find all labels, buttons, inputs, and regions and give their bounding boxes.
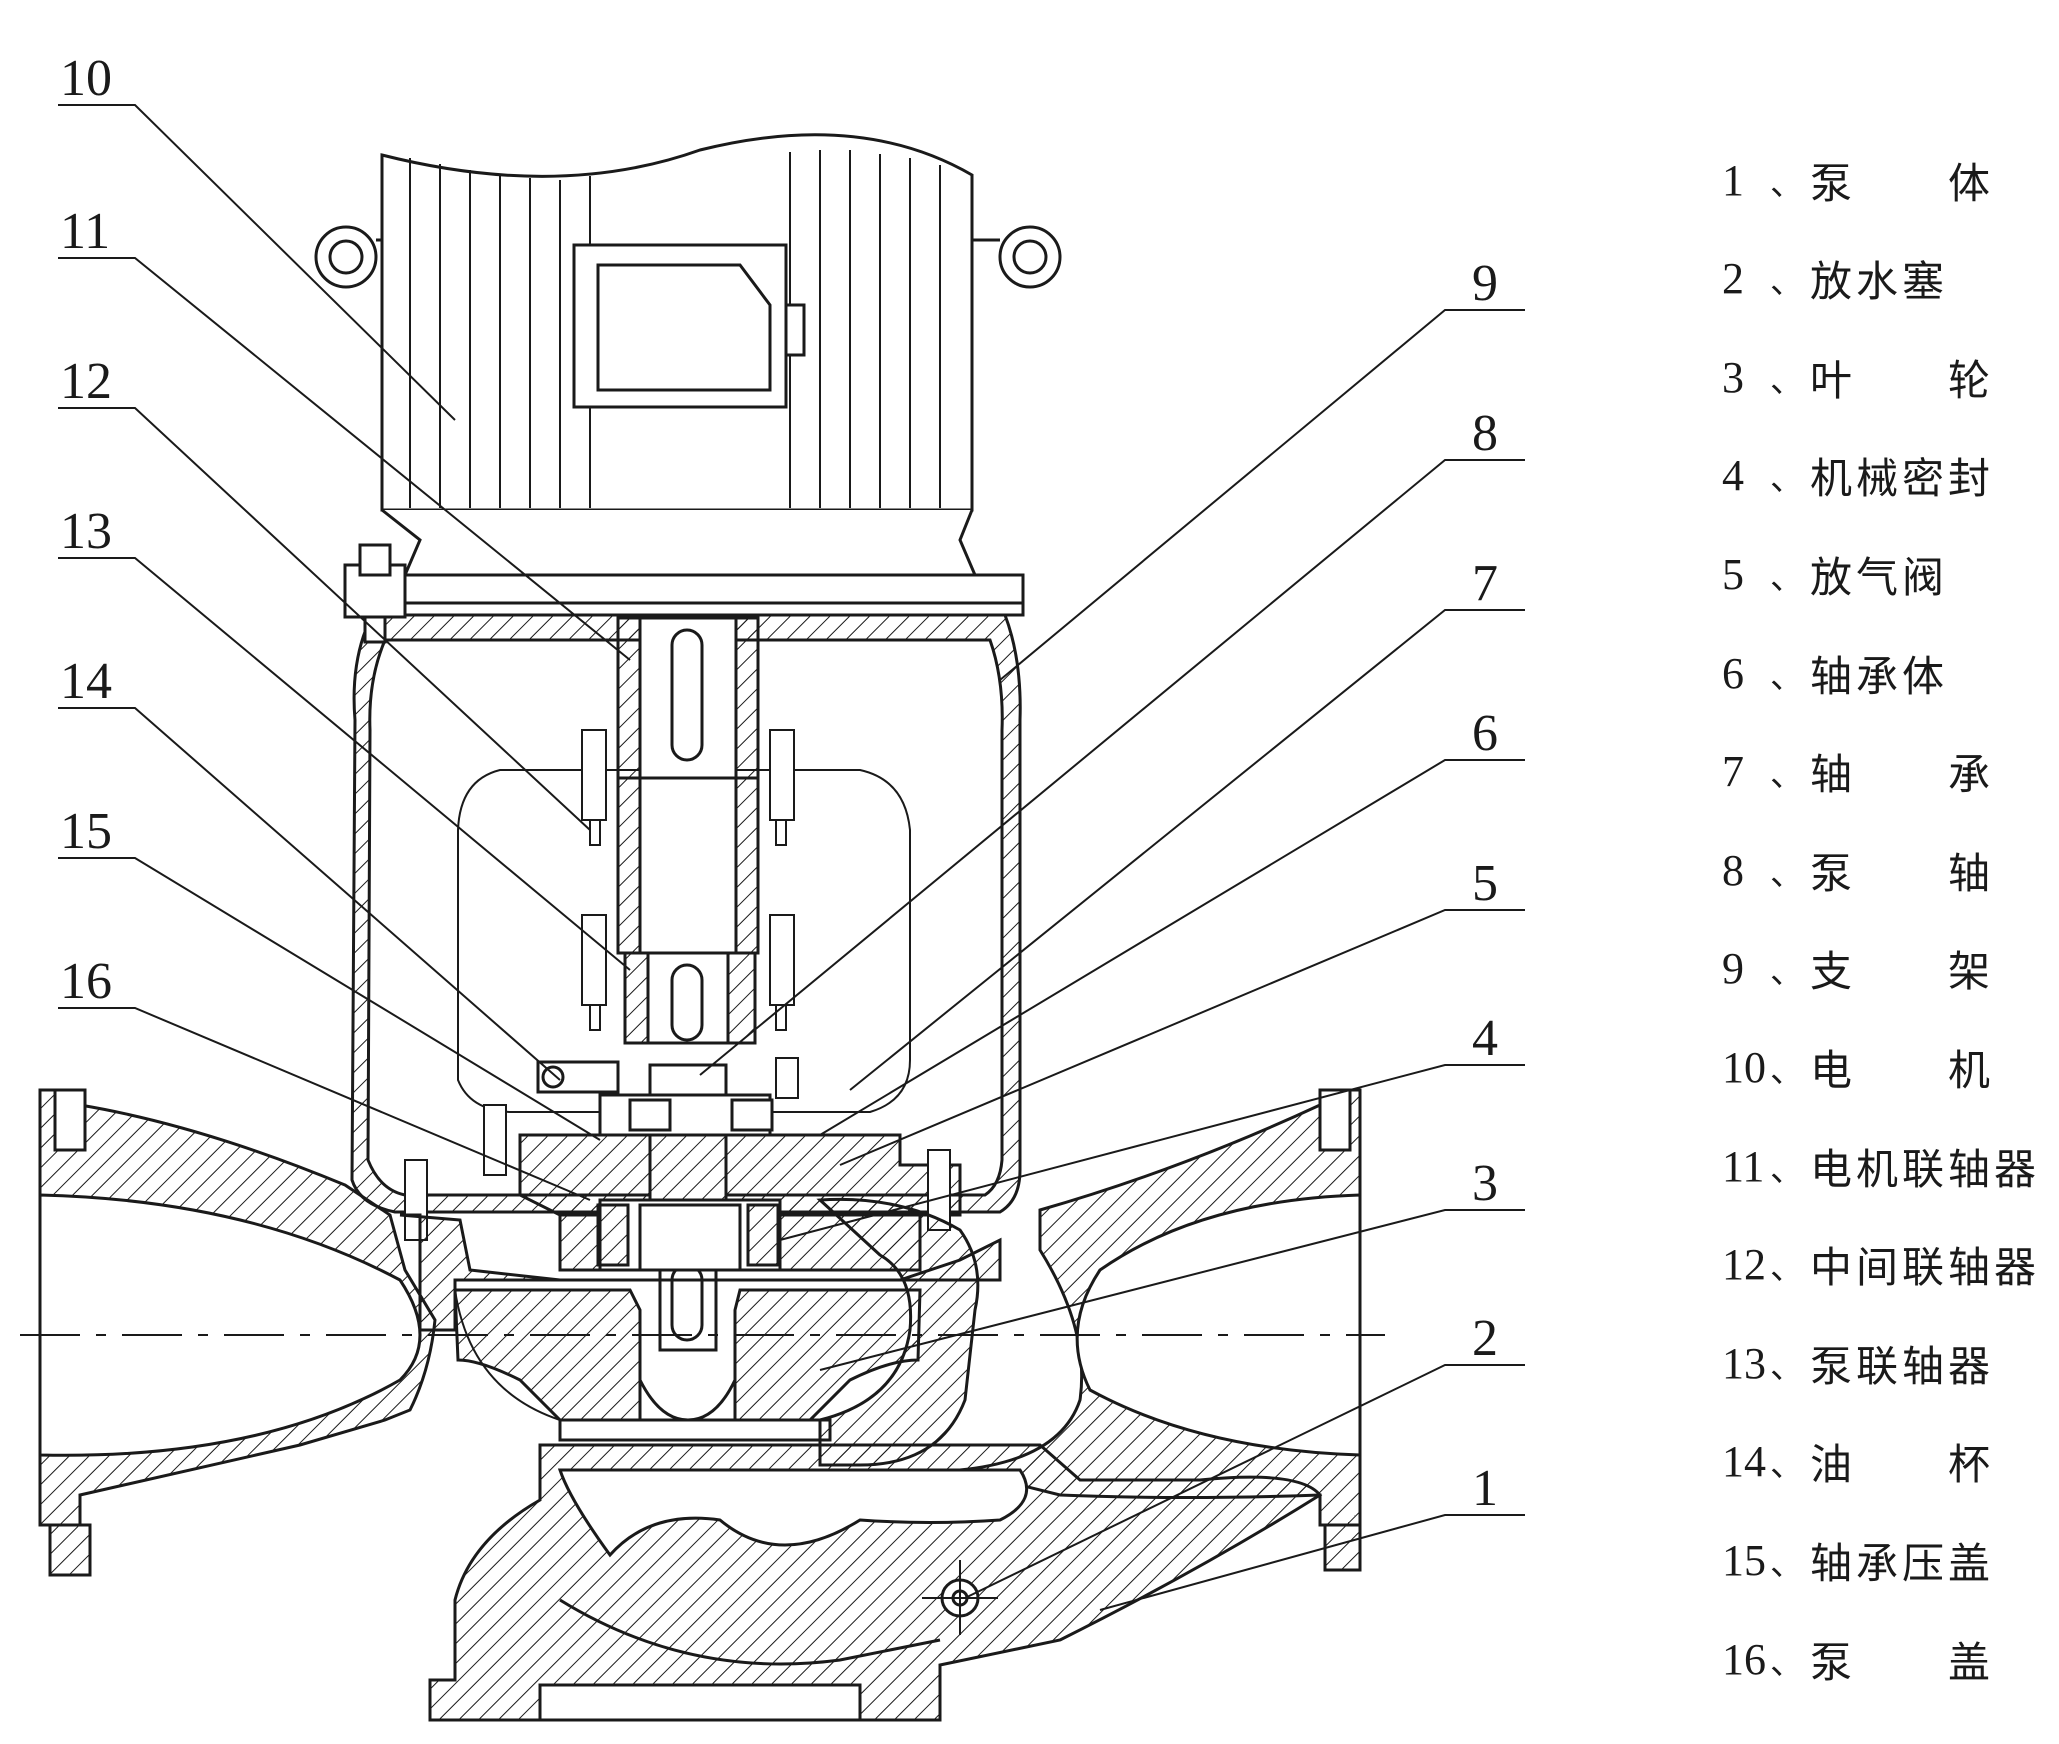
callout-5: 5 <box>1472 855 1498 912</box>
legend-separator: 、 <box>1770 656 1804 697</box>
legend-number: 15 <box>1722 1535 1766 1585</box>
legend-part-name: 放气阀 <box>1810 552 1949 602</box>
legend-item: 16、泵 盖 <box>1722 1629 2052 1689</box>
legend-number: 16 <box>1722 1634 1766 1684</box>
callout-leaders <box>58 104 1525 1611</box>
legend-part-name: 轴承压盖 <box>1810 1538 1995 1588</box>
legend-part-name: 泵 盖 <box>1810 1637 1995 1687</box>
legend-separator: 、 <box>1770 459 1804 500</box>
legend-separator: 、 <box>1770 755 1804 796</box>
legend-part-name: 机械密封 <box>1810 454 1995 504</box>
callout-16: 16 <box>60 953 112 1010</box>
legend-part-name: 泵 体 <box>1810 158 1995 208</box>
legend-part-name: 电 机 <box>1810 1045 1995 1095</box>
legend-part-name: 泵 轴 <box>1810 848 1995 898</box>
legend-separator: 、 <box>1770 853 1804 894</box>
legend-number: 5 <box>1722 549 1744 599</box>
legend-part-name: 泵联轴器 <box>1810 1341 1995 1391</box>
legend-number: 8 <box>1722 845 1744 895</box>
legend-separator: 、 <box>1770 1248 1804 1289</box>
callout-15: 15 <box>60 803 112 860</box>
legend-item: 14、油 杯 <box>1722 1432 2052 1492</box>
legend-separator: 、 <box>1770 1346 1804 1387</box>
legend-separator: 、 <box>1770 1543 1804 1584</box>
legend-number: 9 <box>1722 944 1744 994</box>
legend-part-name: 轴 承 <box>1810 750 1995 800</box>
legend-item: 9 、支 架 <box>1722 939 2052 999</box>
motor <box>314 133 1062 617</box>
pump-body <box>38 1088 1362 1722</box>
legend-number: 2 <box>1722 254 1744 304</box>
callout-9: 9 <box>1472 255 1498 312</box>
callout-12: 12 <box>60 353 112 410</box>
callout-8: 8 <box>1472 405 1498 462</box>
callout-14: 14 <box>60 653 112 710</box>
legend-part-name: 支 架 <box>1810 947 1995 997</box>
callout-7: 7 <box>1472 555 1498 612</box>
legend-part-name: 叶 轮 <box>1810 355 1995 405</box>
legend-item: 10、电 机 <box>1722 1037 2052 1097</box>
legend-separator: 、 <box>1770 952 1804 993</box>
legend-item: 12、中间联轴器 <box>1722 1235 2052 1295</box>
legend-item: 6 、轴承体 <box>1722 643 2052 703</box>
legend-item: 8 、泵 轴 <box>1722 840 2052 900</box>
legend-number: 3 <box>1722 352 1744 402</box>
legend-number: 4 <box>1722 451 1744 501</box>
legend-item: 4 、机械密封 <box>1722 446 2052 506</box>
callout-4: 4 <box>1472 1010 1498 1067</box>
legend-item: 13、泵联轴器 <box>1722 1333 2052 1393</box>
legend-item: 15、轴承压盖 <box>1722 1530 2052 1590</box>
legend-part-name: 放水塞 <box>1810 257 1949 307</box>
legend-number: 12 <box>1722 1240 1766 1290</box>
legend-part-name: 中间联轴器 <box>1810 1243 2041 1293</box>
legend-item: 5 、放气阀 <box>1722 544 2052 604</box>
legend-item: 11、电机联轴器 <box>1722 1136 2052 1196</box>
legend-number: 1 <box>1722 155 1744 205</box>
legend-number: 10 <box>1722 1042 1766 1092</box>
legend-separator: 、 <box>1770 360 1804 401</box>
legend-item: 7 、轴 承 <box>1722 742 2052 802</box>
callout-11: 11 <box>60 203 110 260</box>
legend-item: 1 、泵 体 <box>1722 150 2052 210</box>
callout-1: 1 <box>1472 1460 1498 1517</box>
legend-number: 14 <box>1722 1437 1766 1487</box>
callout-6: 6 <box>1472 705 1498 762</box>
legend-separator: 、 <box>1770 262 1804 303</box>
legend-item: 2 、放水塞 <box>1722 249 2052 309</box>
callout-2: 2 <box>1472 1310 1498 1367</box>
bearing-housing <box>404 1057 962 1272</box>
legend-separator: 、 <box>1770 1149 1804 1190</box>
callout-13: 13 <box>60 503 112 560</box>
legend-separator: 、 <box>1770 1445 1804 1486</box>
legend-number: 11 <box>1722 1141 1765 1191</box>
callout-10: 10 <box>60 50 112 107</box>
legend-number: 6 <box>1722 648 1744 698</box>
legend-item: 3 、叶 轮 <box>1722 347 2052 407</box>
pump-cover-impeller <box>399 1197 1002 1467</box>
legend-separator: 、 <box>1770 163 1804 204</box>
callout-numbers: 10 11 12 13 14 15 16 9 8 7 6 5 4 3 2 1 <box>60 50 1498 1517</box>
legend-part-name: 轴承体 <box>1810 651 1949 701</box>
legend-number: 7 <box>1722 747 1744 797</box>
legend-separator: 、 <box>1770 1642 1804 1683</box>
legend-number: 13 <box>1722 1338 1766 1388</box>
callout-3: 3 <box>1472 1155 1498 1212</box>
legend-separator: 、 <box>1770 1050 1804 1091</box>
legend-separator: 、 <box>1770 557 1804 598</box>
legend-part-name: 油 杯 <box>1810 1440 1995 1490</box>
legend-part-name: 电机联轴器 <box>1810 1144 2041 1194</box>
